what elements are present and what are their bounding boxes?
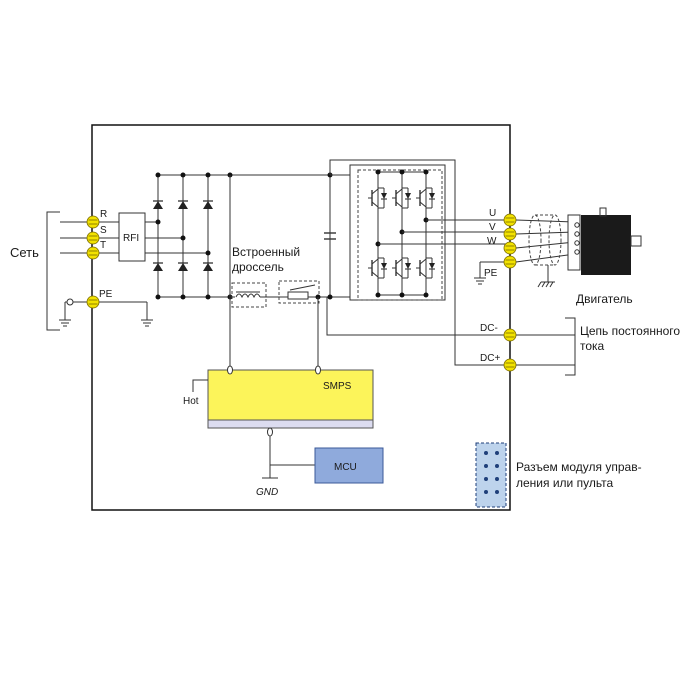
inverter-module [357, 169, 443, 301]
smps-block [207, 369, 374, 421]
diode-icon [202, 200, 214, 210]
rfi-filter [118, 212, 146, 262]
diode-icon [152, 262, 164, 272]
igbt-icon [367, 185, 388, 211]
rfi-label: RFI [123, 233, 139, 244]
choke-label: Встроенный дроссель [232, 245, 303, 274]
mains-bracket [46, 211, 60, 331]
terminal-u[interactable] [503, 213, 517, 227]
phase-w-label: W [487, 236, 497, 247]
phase-t-label: T [100, 240, 106, 251]
igbt-icon [415, 185, 436, 211]
motor-icon [567, 207, 642, 275]
phase-s-label: S [100, 225, 107, 236]
switch-icon [287, 291, 309, 300]
mcu-label: MCU [334, 462, 357, 473]
diode-icon [177, 200, 189, 210]
motor-label: Двигатель [576, 292, 633, 306]
phase-r-label: R [100, 209, 107, 220]
igbt-icon [391, 185, 412, 211]
drive-enclosure [91, 124, 511, 511]
diode-icon [202, 262, 214, 272]
diode-icon [177, 262, 189, 272]
inductor-icon [235, 293, 261, 299]
choke-box [231, 282, 267, 308]
smps-label: SMPS [323, 381, 352, 392]
connector-label: Разъем модуля управ- ления или пульта [516, 460, 645, 490]
phase-u-label: U [489, 208, 496, 219]
terminal-pe-in[interactable] [86, 295, 100, 309]
terminal-r[interactable] [86, 215, 100, 229]
ground-icon [140, 319, 154, 327]
mains-label: Сеть [10, 245, 39, 260]
dc-label: Цепь постоянного тока [580, 324, 683, 353]
connector-label-line2: ления или пульта [516, 476, 613, 490]
terminal-w[interactable] [503, 241, 517, 255]
dc-minus-label: DC- [480, 323, 498, 334]
igbt-icon [391, 255, 412, 281]
terminal-t[interactable] [86, 246, 100, 260]
terminal-pe-out[interactable] [503, 255, 517, 269]
precharge-switch-box [278, 280, 320, 304]
control-connector[interactable] [475, 442, 507, 508]
terminal-v[interactable] [503, 227, 517, 241]
terminal-dc-minus[interactable] [503, 328, 517, 342]
mcu-block [314, 447, 384, 484]
dc-label-line2: тока [580, 339, 605, 353]
igbt-icon [415, 255, 436, 281]
hot-label: Hot [183, 396, 199, 407]
pe-out-label: PE [484, 268, 498, 279]
igbt-icon [367, 255, 388, 281]
dc-plus-label: DC+ [480, 353, 500, 364]
terminal-s[interactable] [86, 231, 100, 245]
gnd-label: GND [256, 487, 278, 498]
ground-icon [58, 319, 72, 327]
phase-v-label: V [489, 222, 496, 233]
choke-label-line2: дроссель [232, 260, 284, 274]
diode-icon [152, 200, 164, 210]
terminal-dc-plus[interactable] [503, 358, 517, 372]
dc-bracket [565, 317, 576, 376]
pe-in-label: PE [99, 289, 113, 300]
cable-shield [528, 214, 542, 266]
